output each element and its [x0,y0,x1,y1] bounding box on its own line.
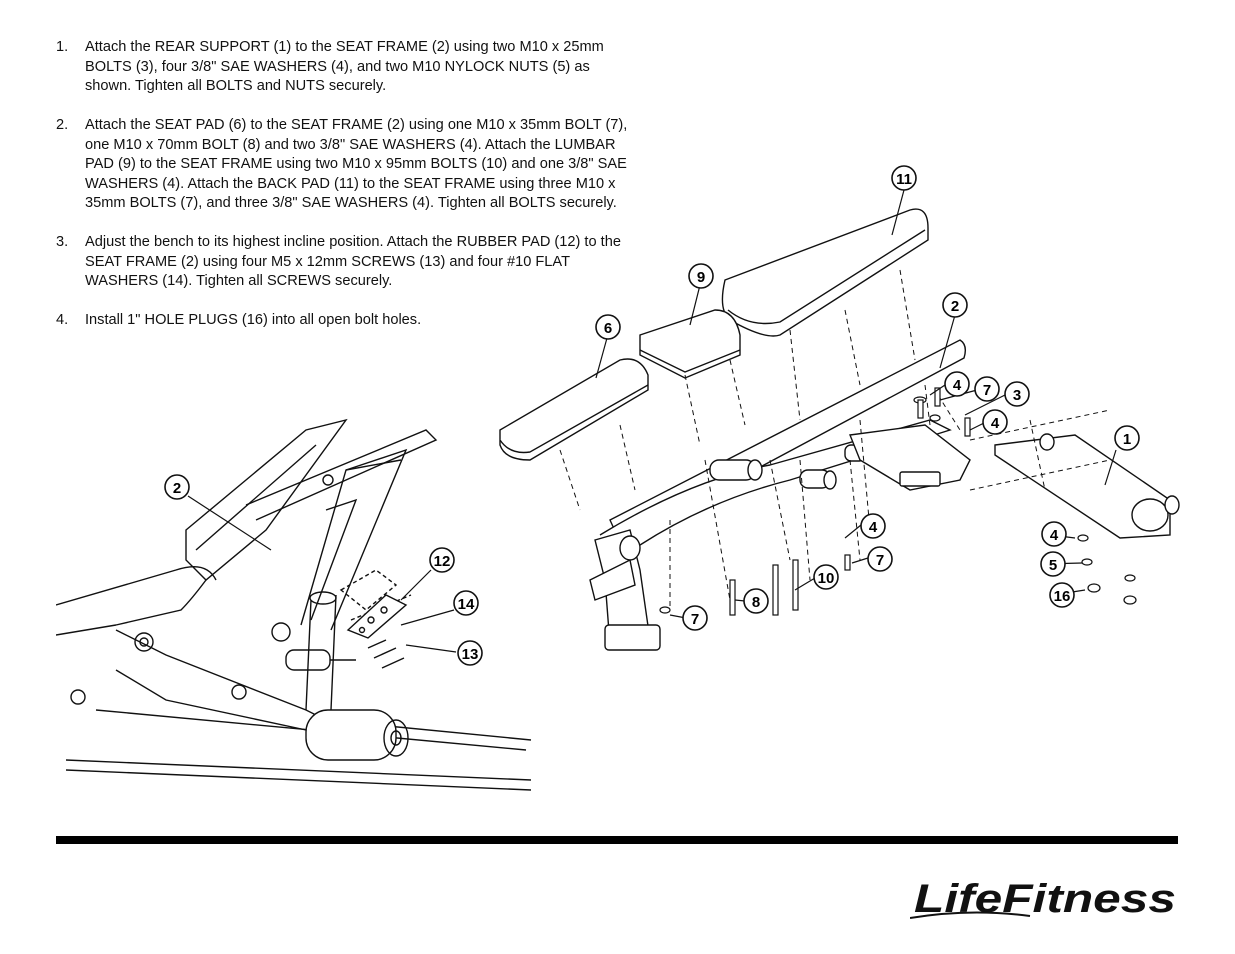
callout-label: 4 [1050,527,1059,544]
callout-label: 7 [876,552,884,569]
callout-label: 2 [173,480,181,497]
callout-label: 13 [462,646,479,663]
step-text: Install 1" HOLE PLUGS (16) into all open… [85,312,422,328]
instruction-step-2: 2. Attach the SEAT PAD (6) to the SEAT F… [56,116,631,214]
callout-label: 11 [896,171,912,188]
step-number: 2. [56,117,69,133]
lifefitness-logo: LifeFitness [910,877,1176,921]
logo-text: LifeFitness [914,877,1176,921]
callout-label: 4 [991,415,1000,432]
step-number: 4. [56,312,69,328]
step-number: 1. [56,39,69,55]
step-text: Adjust the bench to its highest incline … [85,234,621,289]
main-callout-group: 11 9 2 6 4 7 3 4 1 4 7 4 5 16 10 8 7 [595,165,1140,631]
callout-label: 14 [458,596,475,613]
callout-label: 5 [1049,557,1057,574]
callout-circle [164,474,190,500]
instruction-step-4: 4. Install 1" HOLE PLUGS (16) into all o… [56,311,631,331]
detail-drawing: 2 12 14 13 [56,418,532,791]
callout-label: 9 [697,269,705,286]
callout-label: 4 [953,377,962,394]
callout-label: 3 [1013,387,1021,404]
callout-circle [457,640,483,666]
callout-label: 1 [1123,431,1131,448]
logo-swash [910,911,1031,919]
exploded-drawing: 11 9 2 6 4 7 3 4 1 4 7 4 5 16 10 8 7 [499,165,1180,651]
callout-label: 8 [752,594,760,611]
footer-rule [56,836,1178,844]
detail-callout-group: 2 12 14 13 [164,474,483,666]
step-number: 3. [56,234,69,250]
instruction-list: 1. Attach the REAR SUPPORT (1) to the SE… [56,38,631,350]
callout-circle [429,547,455,573]
callout-label: 12 [434,553,451,570]
callout-label: 7 [691,611,699,628]
callout-circle [453,590,479,616]
callout-label: 4 [869,519,878,536]
step-text: Attach the SEAT PAD (6) to the SEAT FRAM… [85,117,628,211]
instruction-step-1: 1. Attach the REAR SUPPORT (1) to the SE… [56,38,631,97]
instruction-step-3: 3. Adjust the bench to its highest incli… [56,233,631,292]
callout-label: 7 [983,382,991,399]
callout-label: 10 [818,570,835,587]
callout-label: 6 [604,320,612,337]
callout-label: 16 [1054,588,1071,605]
callout-label: 2 [951,298,959,315]
step-text: Attach the REAR SUPPORT (1) to the SEAT … [85,39,604,94]
